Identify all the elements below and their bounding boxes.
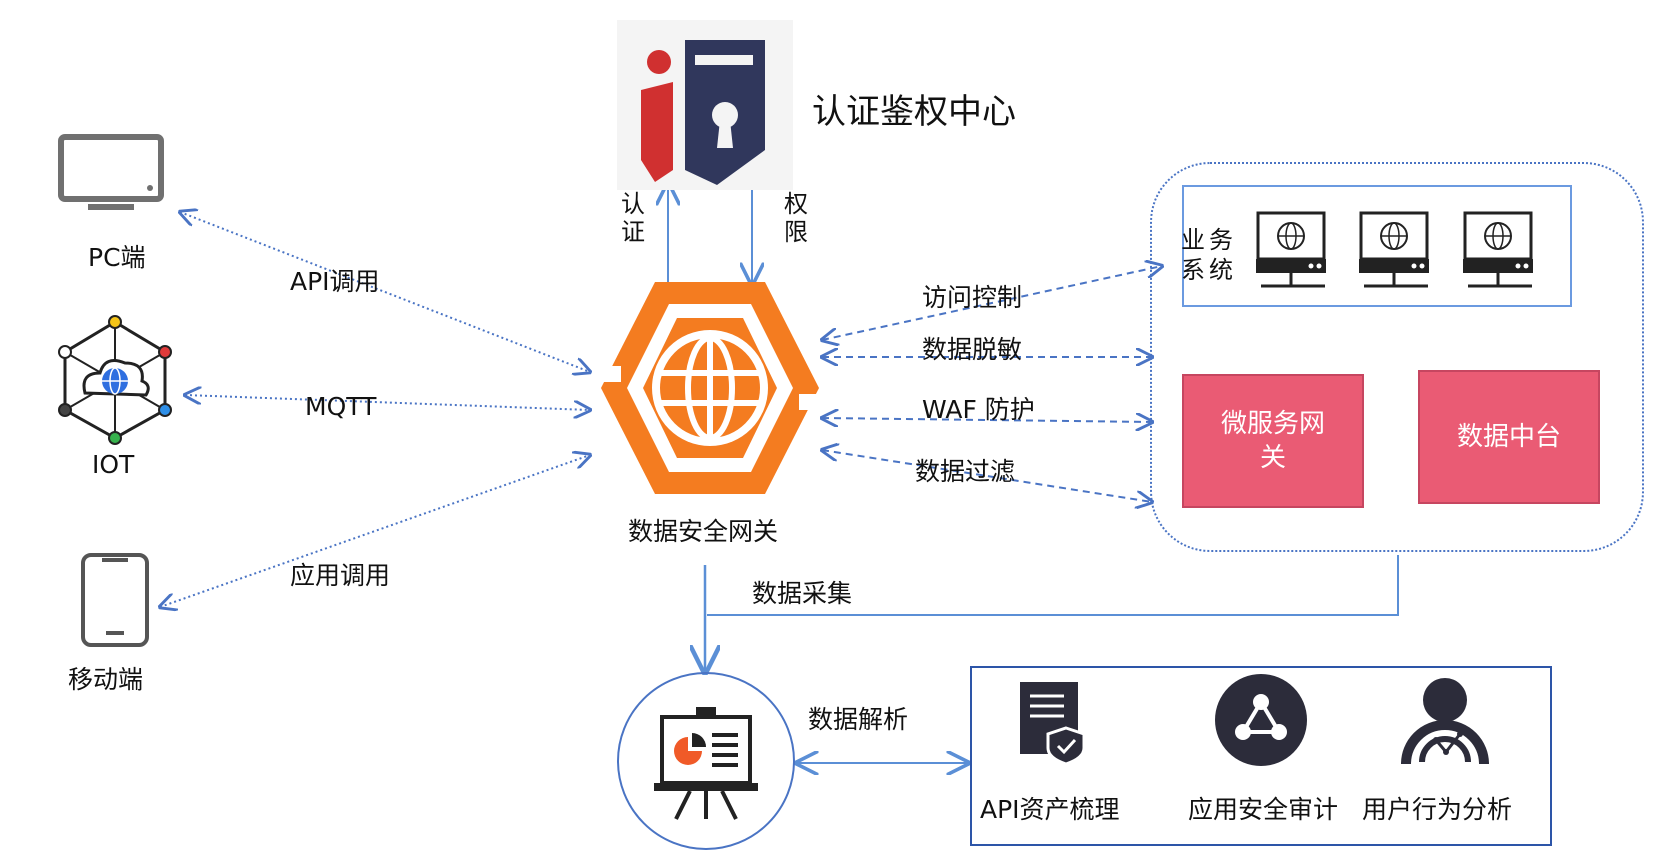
user-behavior-label: 用户行为分析 (1362, 795, 1513, 824)
microservice-gateway-box[interactable]: 微服务网关 (1182, 374, 1364, 508)
microservice-gateway-label: 微服务网关 (1220, 409, 1325, 473)
app-call-label: 应用调用 (290, 561, 391, 590)
mobile-label: 移动端 (68, 665, 144, 694)
security-audit-label: 应用安全审计 (1188, 795, 1339, 824)
mobile-icon (80, 552, 150, 652)
data-security-gateway-icon[interactable] (595, 276, 825, 504)
waf-label: WAF 防护 (922, 395, 1035, 424)
permission-label: 权限 (784, 190, 808, 246)
data-masking-label: 数据脱敏 (922, 335, 1023, 364)
security-audit-icon (1213, 672, 1309, 772)
business-area (1150, 162, 1644, 552)
auth-center-logo (617, 20, 793, 190)
auth-center-title: 认证鉴权中心 (812, 92, 1016, 132)
pc-label: PC端 (88, 243, 146, 272)
gateway-label: 数据安全网关 (628, 517, 779, 546)
server-icon (1255, 210, 1329, 294)
data-middle-platform-box[interactable]: 数据中台 (1418, 370, 1600, 504)
iot-link-line (185, 395, 590, 410)
business-system-label: 业务系统 (1181, 226, 1237, 284)
access-control-line (822, 266, 1162, 340)
data-filter-label: 数据过滤 (915, 457, 1016, 486)
analysis-output-box (970, 666, 1552, 846)
api-asset-icon (1018, 680, 1090, 768)
auth-label: 认证 (621, 190, 645, 246)
server-icon (1462, 210, 1536, 294)
access-control-label: 访问控制 (922, 283, 1023, 312)
data-middle-platform-label: 数据中台 (1456, 422, 1561, 452)
pc-link-line (180, 212, 590, 372)
pc-icon (58, 134, 168, 218)
mobile-link-line (160, 455, 590, 607)
analysis-node[interactable] (617, 672, 795, 850)
api-asset-label: API资产梳理 (980, 795, 1120, 824)
data-parsing-label: 数据解析 (808, 705, 909, 734)
presentation-board-icon (650, 705, 762, 827)
data-collection-label: 数据采集 (752, 579, 853, 608)
user-behavior-icon (1400, 676, 1490, 770)
api-call-label: API调用 (290, 267, 380, 296)
data-filter-line (822, 450, 1152, 502)
mqtt-label: MQTT (305, 392, 377, 421)
collection-business-line (707, 555, 1399, 616)
server-icon (1358, 210, 1432, 294)
business-system-box (1182, 185, 1572, 307)
iot-label: IOT (92, 450, 135, 479)
iot-icon (50, 315, 180, 449)
